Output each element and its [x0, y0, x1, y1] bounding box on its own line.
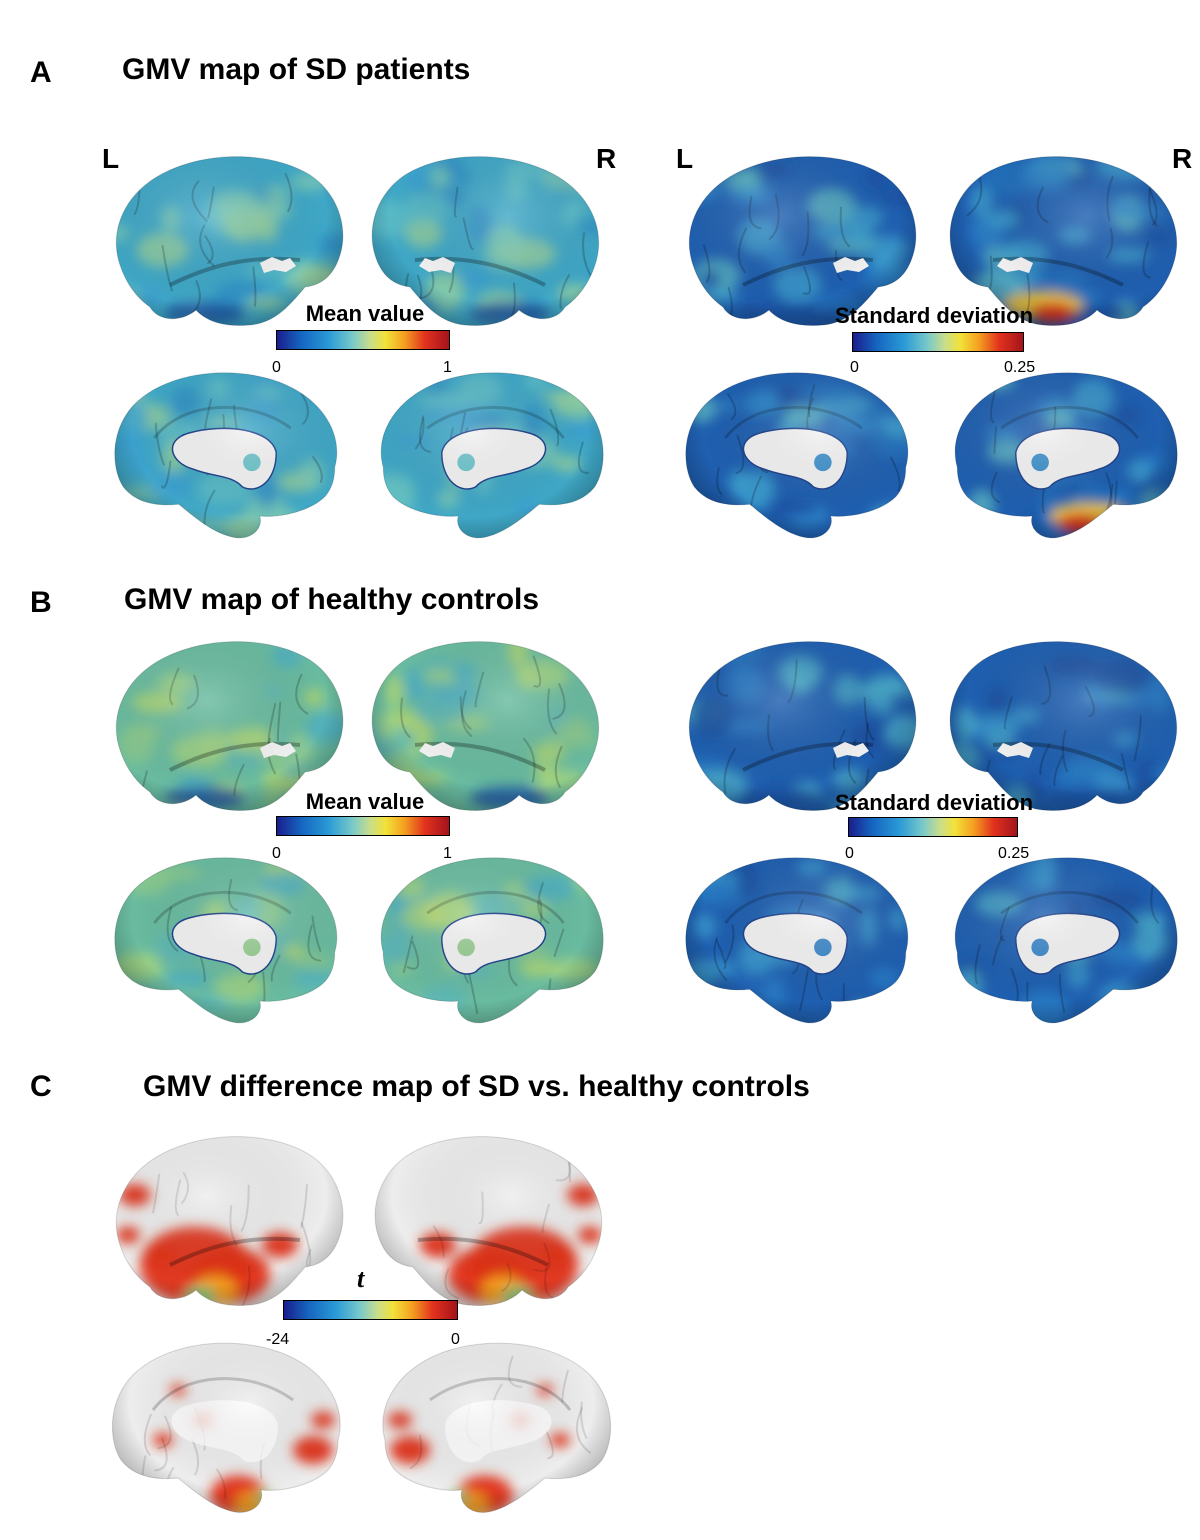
brain-lateral-left-mean-hc — [100, 630, 350, 830]
colorbar-max-tick: 0 — [451, 1331, 460, 1348]
brain-medial-left-std-sd — [676, 360, 921, 555]
brain-lateral-right-mean-sd — [365, 145, 615, 345]
brain-lateral-right-difference — [368, 1125, 618, 1325]
colorbar-max-tick: 0.25 — [998, 845, 1030, 862]
colorbar-label: Standard deviation — [834, 303, 1034, 328]
brain-medial-right-difference — [370, 1330, 620, 1530]
brain-medial-right-std-sd — [942, 360, 1187, 555]
colorbar-t-label: t — [357, 1264, 365, 1293]
colorbar-mean-value — [276, 816, 450, 836]
panel-a-title: GMV map of SD patients — [122, 53, 471, 86]
colorbar-min-tick: 0 — [850, 359, 859, 376]
brain-medial-left-mean-sd — [105, 360, 350, 555]
brain-lateral-left-std-sd — [672, 145, 924, 345]
colorbar-min-tick: 0 — [272, 359, 281, 376]
hemi-left-label: L — [102, 143, 120, 174]
colorbar-standard-deviation — [852, 332, 1024, 352]
brain-medial-right-std-hc — [942, 845, 1187, 1040]
panel-c-title: GMV difference map of SD vs. healthy con… — [143, 1070, 810, 1103]
hemi-right-label: R — [1172, 143, 1193, 174]
colorbar-standard-deviation — [848, 817, 1018, 837]
brain-medial-left-difference — [103, 1330, 353, 1530]
colorbar-label: Mean value — [305, 301, 425, 326]
colorbar-min-tick: 0 — [272, 845, 281, 862]
panel-b-title: GMV map of healthy controls — [124, 583, 540, 616]
brain-medial-right-mean-hc — [368, 845, 613, 1040]
colorbar-label: Standard deviation — [834, 790, 1034, 815]
colorbar-min-tick: -24 — [266, 1331, 290, 1348]
colorbar-max-tick: 0.25 — [1004, 359, 1036, 376]
colorbar-max-tick: 1 — [443, 359, 452, 376]
colorbar-t-statistic — [283, 1300, 458, 1320]
brain-lateral-right-std-hc — [942, 630, 1194, 830]
brain-lateral-left-difference — [100, 1125, 350, 1325]
brain-medial-left-mean-hc — [105, 845, 350, 1040]
brain-lateral-left-mean-sd — [100, 145, 350, 345]
panel-b-letter: B — [30, 586, 52, 619]
brain-medial-right-mean-sd — [368, 360, 613, 555]
brain-lateral-left-std-hc — [672, 630, 924, 830]
colorbar-label: Mean value — [305, 789, 425, 814]
brain-medial-left-std-hc — [676, 845, 921, 1040]
colorbar-min-tick: 0 — [845, 845, 854, 862]
hemi-right-label: R — [596, 143, 617, 174]
brain-lateral-right-mean-hc — [365, 630, 615, 830]
hemi-left-label: L — [676, 143, 694, 174]
brain-lateral-right-std-sd — [942, 145, 1194, 345]
colorbar-mean-value — [276, 330, 450, 350]
panel-c-letter: C — [30, 1070, 52, 1103]
colorbar-max-tick: 1 — [443, 845, 452, 862]
panel-a-letter: A — [30, 56, 52, 89]
